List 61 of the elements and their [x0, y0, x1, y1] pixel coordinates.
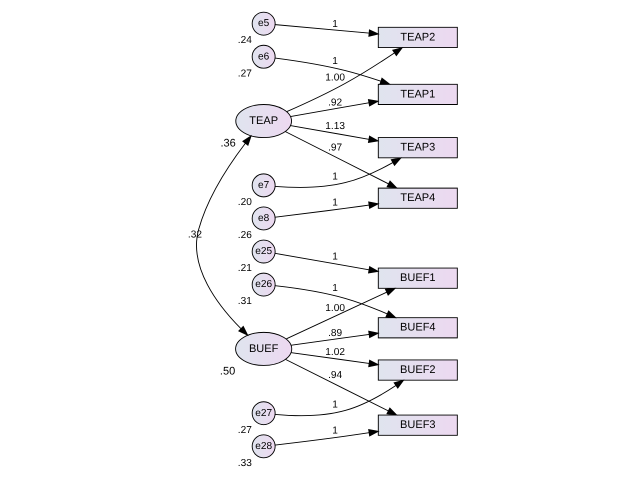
arrow — [284, 131, 398, 189]
node-ellipse: TEAP — [235, 104, 292, 138]
node-circle: e5 — [252, 12, 276, 36]
node-box: TEAP2 — [378, 26, 458, 48]
node-circle: e28 — [252, 434, 276, 458]
node-circle: e26 — [252, 272, 276, 297]
arrow — [274, 24, 380, 37]
arrow — [274, 285, 397, 318]
node-box: TEAP3 — [378, 137, 458, 158]
edge-label: 1 — [332, 197, 338, 208]
arrow — [274, 252, 380, 274]
arrow — [274, 428, 380, 446]
edge-label: 1 — [332, 425, 338, 436]
node-label: .50 — [220, 365, 236, 378]
node-box: BUEF3 — [378, 414, 458, 436]
node-ellipse: BUEF — [235, 332, 292, 366]
node-box: BUEF1 — [378, 268, 458, 289]
node-circle: e8 — [252, 206, 276, 230]
edge-label: .94 — [328, 370, 342, 382]
edge-label: 1 — [332, 172, 338, 183]
edge-label: 1 — [332, 282, 338, 294]
arrow — [274, 201, 380, 218]
node-box: BUEF4 — [378, 317, 458, 338]
arrow — [274, 379, 405, 416]
node-label: .27 — [238, 68, 252, 80]
arrow — [290, 99, 380, 117]
node-box: TEAP1 — [378, 84, 458, 105]
node-label: .36 — [220, 137, 236, 150]
edge-label: .97 — [328, 142, 342, 154]
arrow — [290, 125, 380, 144]
node-circle: e25 — [252, 240, 276, 264]
edge-label: 1.13 — [325, 121, 345, 132]
node-label: .21 — [238, 263, 252, 274]
arrow — [286, 46, 404, 112]
node-label: .31 — [238, 296, 252, 308]
edge-label: 1 — [332, 19, 338, 30]
arrow — [286, 288, 396, 340]
node-circle: e6 — [252, 44, 276, 69]
edge-label: 1.00 — [325, 303, 345, 314]
arrow — [285, 359, 398, 416]
node-label: .33 — [238, 458, 252, 469]
edge-label: .89 — [328, 328, 342, 339]
arrow — [274, 58, 391, 85]
node-box: BUEF2 — [378, 359, 458, 381]
edge-label: 1 — [332, 400, 338, 411]
arrow — [274, 157, 402, 188]
node-label: .20 — [238, 196, 252, 208]
edge-label: 1 — [332, 56, 338, 67]
node-circle: e7 — [252, 173, 276, 198]
edge-label: .92 — [328, 97, 342, 108]
arrow — [196, 134, 252, 336]
node-label: .26 — [238, 230, 252, 242]
edge-label: 1.00 — [325, 72, 345, 84]
node-label: .24 — [238, 35, 252, 46]
node-circle: e27 — [252, 401, 276, 426]
arrow — [291, 352, 380, 368]
edge-label: 1.02 — [325, 347, 345, 358]
arrow — [291, 330, 380, 346]
node-box: TEAP4 — [378, 188, 458, 209]
node-label: .27 — [238, 424, 252, 436]
edge-label: 1 — [332, 252, 338, 263]
